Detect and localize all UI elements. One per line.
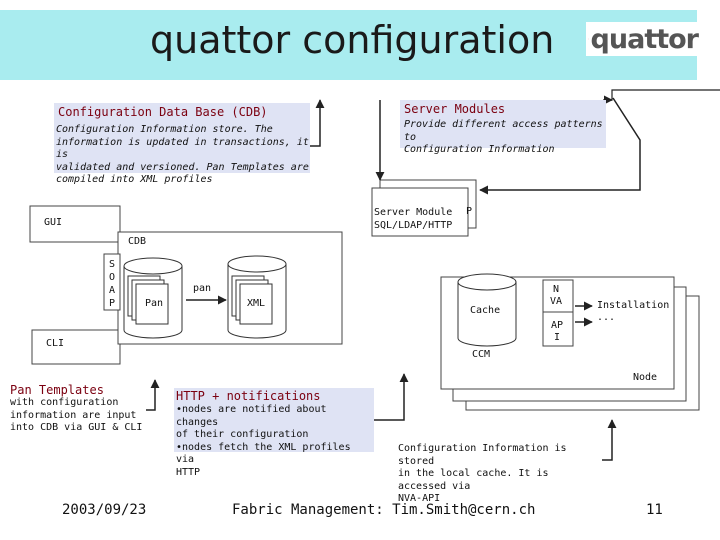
title-bar: [0, 10, 697, 80]
soap-label: S O A P: [109, 259, 116, 309]
footer-page-number: 11: [646, 502, 663, 518]
logo-mark-icon: [588, 38, 589, 40]
gui-label: GUI: [44, 217, 63, 228]
local-cache-callout: Configuration Information is stored in t…: [398, 443, 602, 504]
cli-label: CLI: [46, 338, 65, 349]
local-cache-body: Configuration Information is stored in t…: [398, 443, 567, 504]
server-modules-body: Provide different access patterns to Con…: [404, 119, 603, 155]
ccm-label: CCM: [472, 349, 491, 360]
xml-store-label: XML: [247, 298, 266, 309]
pan-templates-callout: Pan Templates with configuration informa…: [10, 383, 146, 437]
server-modules-callout: Server Modules Provide different access …: [400, 100, 606, 155]
quattor-logo: quattor: [586, 22, 699, 56]
cache-label: Cache: [470, 305, 501, 316]
node-label: Node: [633, 372, 658, 383]
http-notifications-heading: HTTP + notifications: [176, 389, 321, 403]
cdb-label: CDB: [128, 236, 147, 247]
http-notifications-callout: HTTP + notifications •nodes are notified…: [174, 388, 374, 478]
xml-profile-store: [227, 255, 287, 339]
footer-author: Fabric Management: Tim.Smith@cern.ch: [232, 502, 536, 518]
pan-arrow-label: pan: [193, 283, 212, 294]
server-module-label: Server Module SQL/LDAP/HTTP: [374, 207, 453, 231]
soap-strip: [103, 253, 121, 311]
server-module-panel-front: [371, 187, 469, 237]
cli-box: [31, 329, 121, 365]
cache-store: [457, 273, 517, 347]
installation-label: Installation ...: [597, 300, 670, 323]
api-label: AP I: [551, 320, 564, 343]
pan-callout-arrow: [146, 379, 160, 411]
nva-api-strip: [542, 279, 574, 347]
pan-store-label: Pan: [145, 298, 164, 309]
cdb-callout: Configuration Data Base (CDB) Configurat…: [54, 103, 310, 185]
cache-callout-arrow: [602, 419, 617, 461]
server-callout-pointer: [479, 97, 641, 195]
pan-templates-heading: Pan Templates: [10, 383, 104, 397]
pan-template-store: [123, 257, 183, 339]
http-notifications-body: •nodes are notified about changes of the…: [176, 404, 351, 478]
logo-wordmark: quattor: [590, 23, 699, 55]
cdb-callout-heading: Configuration Data Base (CDB): [58, 105, 268, 119]
slide-title: quattor configuration: [150, 18, 555, 62]
gui-box: [29, 205, 121, 243]
server-module-fragment-label: P: [466, 206, 473, 217]
cdb-callout-arrow: [310, 99, 325, 147]
server-modules-heading: Server Modules: [404, 102, 506, 116]
nva-label: N VA: [550, 284, 563, 307]
http-callout-arrow: [374, 373, 409, 421]
cdb-callout-body: Configuration Information store. The inf…: [56, 124, 309, 185]
pan-templates-body: with configuration information are input…: [10, 397, 143, 433]
footer-date: 2003/09/23: [62, 502, 147, 518]
